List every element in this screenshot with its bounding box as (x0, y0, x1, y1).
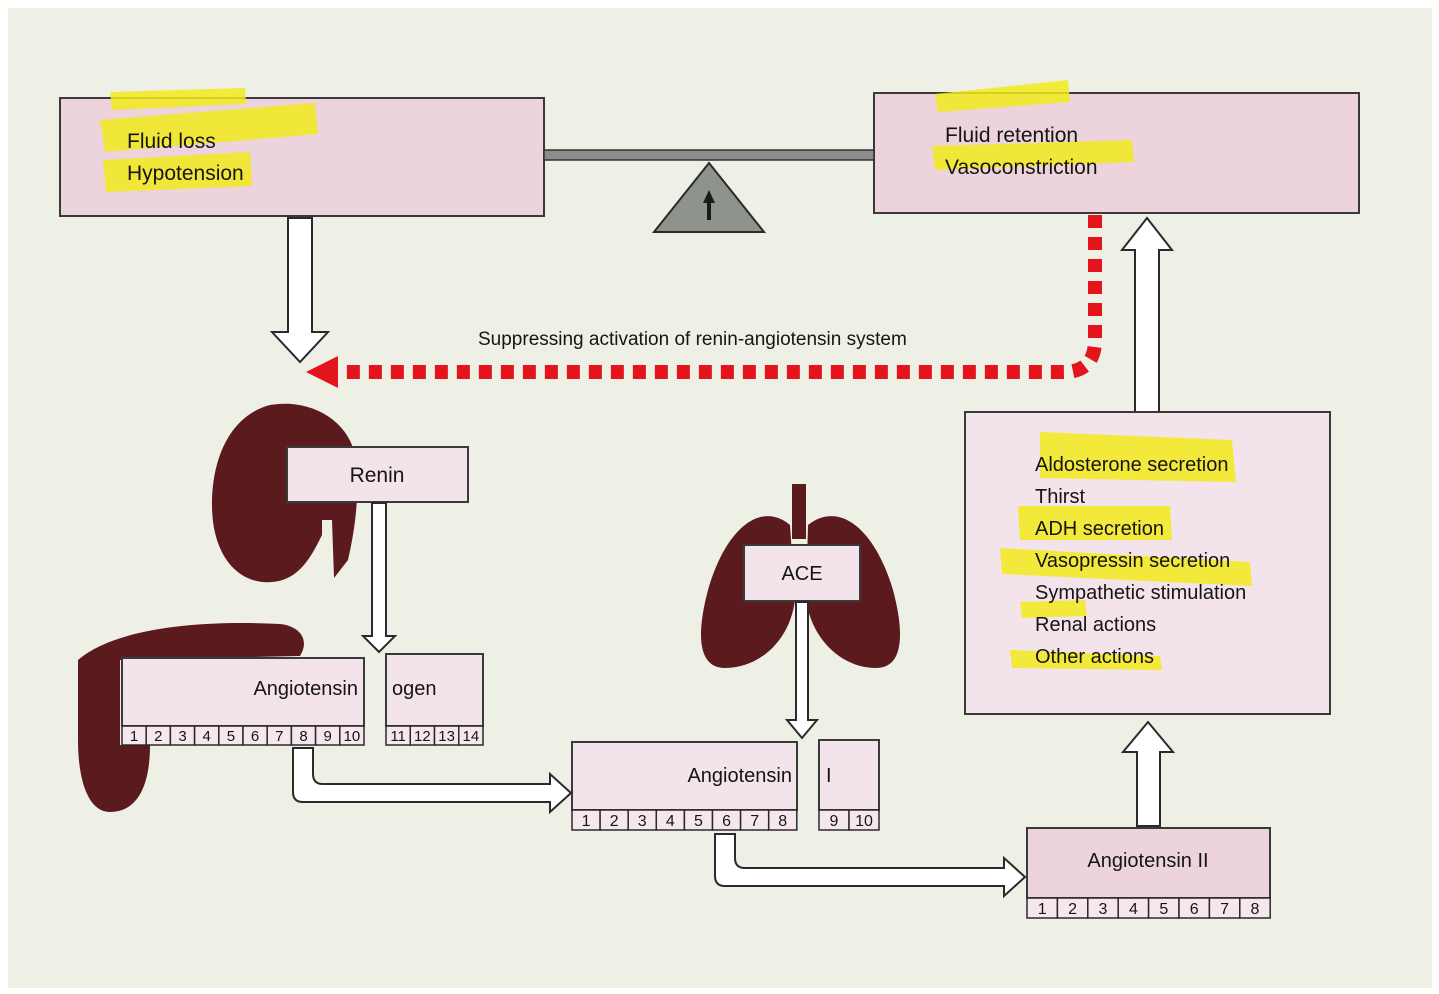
residue-number: 9 (830, 813, 839, 830)
feedback-label: Suppressing activation of renin-angioten… (478, 329, 907, 350)
residue-number: 12 (414, 728, 431, 745)
residue-number: 2 (1068, 901, 1077, 918)
residue-number: 5 (694, 813, 703, 830)
effect-item: Aldosterone secretion (1035, 454, 1228, 476)
residue-number: 5 (227, 728, 235, 745)
residue-number: 11 (390, 728, 406, 745)
residue-number: 13 (438, 728, 455, 745)
residue-number: 3 (1099, 901, 1108, 918)
angiotensinogen-residues-tail: 11 12 13 14 (386, 726, 483, 745)
angiotensin-i-label-part2: I (826, 765, 832, 787)
vasoconstriction-label: Vasoconstriction (945, 156, 1098, 179)
effect-item: Renal actions (1035, 614, 1156, 636)
residue-number: 2 (610, 813, 619, 830)
effect-item: Other actions (1035, 646, 1154, 668)
residue-number: 7 (750, 813, 759, 830)
residue-number: 6 (722, 813, 731, 830)
angiotensin-i-label-part1: Angiotensin (687, 765, 792, 787)
residue-number: 8 (299, 728, 307, 745)
angiotensinogen-label-part2: ogen (392, 678, 437, 700)
hypotension-label: Hypotension (127, 162, 244, 185)
angiotensin-i-residues-main: 1 2 3 4 5 6 7 8 (572, 810, 797, 830)
residue-number: 1 (1038, 901, 1047, 918)
angiotensin-ii-molecule: Angiotensin II 1 2 3 4 5 6 7 8 (1027, 828, 1270, 918)
residue-number: 10 (855, 813, 873, 830)
effect-item: Thirst (1035, 486, 1085, 508)
residue-number: 2 (154, 728, 162, 745)
residue-number: 9 (324, 728, 332, 745)
fluid-loss-label: Fluid loss (127, 130, 216, 153)
angiotensin-i-residues-tail: 9 10 (819, 810, 879, 830)
residue-number: 1 (130, 728, 138, 745)
effects-box: Aldosterone secretion Thirst ADH secreti… (965, 412, 1330, 714)
residue-number: 1 (582, 813, 591, 830)
fluid-retention-label: Fluid retention (945, 124, 1078, 147)
effect-item: ADH secretion (1035, 518, 1164, 540)
fluid-retention-box: Fluid retention Vasoconstriction (874, 80, 1359, 213)
angiotensin-i-molecule: Angiotensin I 1 2 3 4 5 6 7 8 9 10 (572, 740, 879, 830)
renin-box: Renin (287, 447, 468, 502)
residue-number: 14 (463, 728, 480, 745)
residue-number: 6 (1190, 901, 1199, 918)
effect-item: Sympathetic stimulation (1035, 582, 1246, 604)
renin-label: Renin (350, 464, 405, 487)
ace-box: ACE (744, 545, 860, 601)
residue-number: 6 (251, 728, 259, 745)
residue-number: 8 (778, 813, 787, 830)
fluid-loss-box: Fluid loss Hypotension (60, 88, 544, 216)
residue-number: 7 (275, 728, 283, 745)
residue-number: 7 (1220, 901, 1229, 918)
angiotensinogen-label-part1: Angiotensin (253, 678, 358, 700)
residue-number: 4 (203, 728, 211, 745)
residue-number: 4 (1129, 901, 1138, 918)
effect-item: Vasopressin secretion (1035, 550, 1230, 572)
residue-number: 10 (344, 728, 361, 745)
ace-label: ACE (781, 563, 822, 585)
residue-number: 4 (666, 813, 675, 830)
residue-number: 5 (1159, 901, 1168, 918)
residue-number: 3 (178, 728, 186, 745)
residue-number: 8 (1251, 901, 1260, 918)
angiotensin-ii-residues: 1 2 3 4 5 6 7 8 (1027, 898, 1270, 918)
residue-number: 3 (638, 813, 647, 830)
angiotensin-ii-label: Angiotensin II (1087, 850, 1208, 872)
